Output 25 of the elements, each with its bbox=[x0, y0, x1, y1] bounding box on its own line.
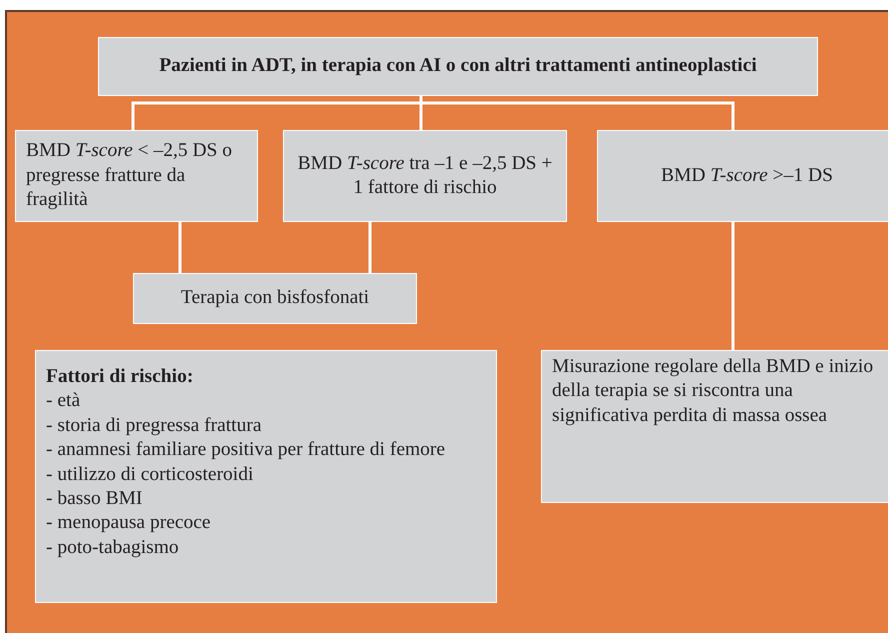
connector-line bbox=[732, 222, 734, 350]
box-text: BMD T-score < –2,5 DS o pregresse fratture da fragilità bbox=[26, 139, 234, 212]
list-item: - basso BMI bbox=[46, 486, 144, 511]
connector-line bbox=[178, 222, 182, 273]
process-box bbox=[98, 37, 818, 96]
note-box bbox=[35, 350, 497, 603]
box-text: Terapia con bisfosfonati bbox=[180, 286, 370, 310]
heading: Fattori di rischio: bbox=[46, 365, 194, 389]
list-item: - poto-tabagismo bbox=[46, 536, 180, 560]
box-text: BMD T-score tra –1 e –2,5 DS + 1 fattore di rischio bbox=[296, 152, 554, 200]
process-box bbox=[597, 130, 888, 222]
box-text: Misurazione regolare della BMD e inizio della terapia se si riscontra una significativa perdita di massa ossea bbox=[552, 355, 874, 428]
list-item: - menopausa precoce bbox=[46, 511, 212, 536]
box-text: Pazienti in ADT, in terapia con AI o con altri trattamenti antineoplastici bbox=[158, 54, 758, 78]
box-text: BMD T-score >–1 DS bbox=[660, 164, 834, 188]
process-box bbox=[541, 350, 888, 503]
list-item: - anamnesi familiare positiva per fratture di femore bbox=[46, 438, 446, 462]
connector-line bbox=[420, 96, 734, 130]
connector-line bbox=[368, 222, 372, 273]
list-item: - utilizzo di corticosteroidi bbox=[46, 462, 254, 486]
process-box bbox=[133, 273, 417, 324]
list-item: - storia di pregressa frattura bbox=[46, 414, 262, 438]
list-item: - età bbox=[46, 389, 82, 414]
process-box bbox=[283, 130, 567, 222]
process-box bbox=[15, 130, 258, 222]
